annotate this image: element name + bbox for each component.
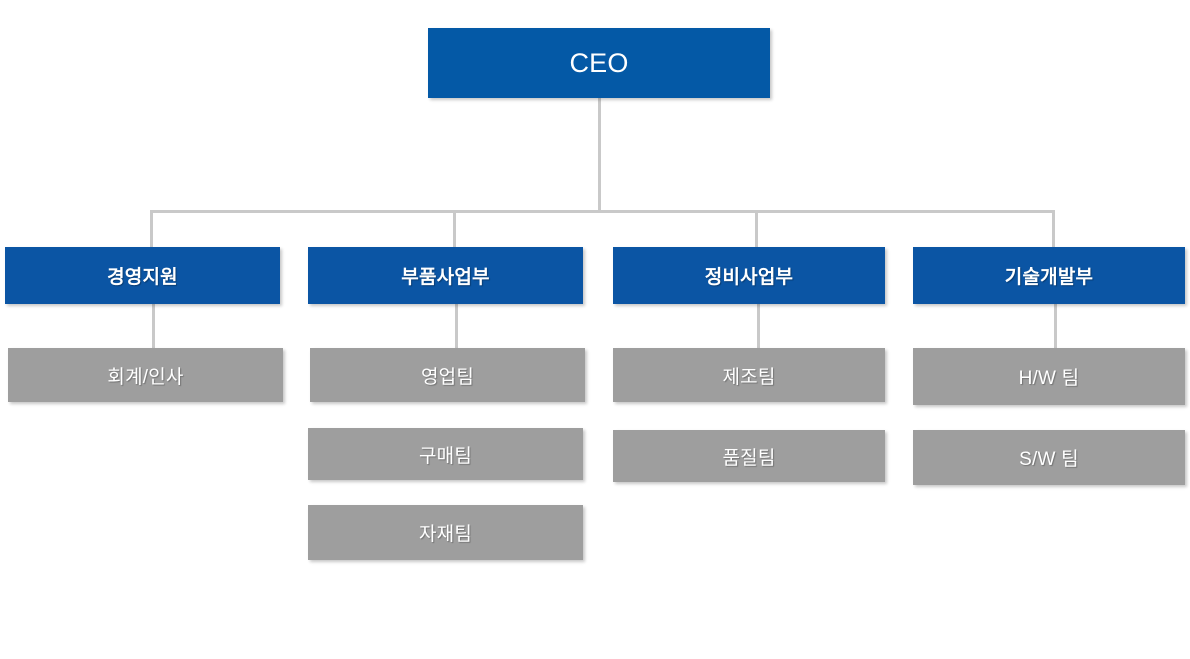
node-team-1-1[interactable]: 회계/인사 <box>8 348 283 402</box>
connector-bus-to-dept-2 <box>453 210 456 248</box>
connector-bus-to-dept-4 <box>1052 210 1055 248</box>
connector-dept-4-to-team <box>1054 303 1057 349</box>
connector-dept-3-to-team <box>757 303 760 349</box>
node-department-4[interactable]: 기술개발부 <box>913 247 1185 304</box>
connector-dept-1-to-team <box>152 303 155 349</box>
connector-ceo-down <box>598 98 601 212</box>
connector-dept-2-to-team <box>455 303 458 349</box>
node-team-2-2[interactable]: 구매팀 <box>308 428 583 480</box>
connector-bus-to-dept-1 <box>150 210 153 248</box>
node-team-4-2[interactable]: S/W 팀 <box>913 430 1185 485</box>
node-team-3-2[interactable]: 품질팀 <box>613 430 885 482</box>
node-ceo[interactable]: CEO <box>428 28 770 98</box>
connector-horizontal-bus <box>150 210 1055 213</box>
connector-bus-to-dept-3 <box>755 210 758 248</box>
node-team-4-1[interactable]: H/W 팀 <box>913 348 1185 405</box>
node-team-2-3[interactable]: 자재팀 <box>308 505 583 560</box>
node-department-3[interactable]: 정비사업부 <box>613 247 885 304</box>
node-department-2[interactable]: 부품사업부 <box>308 247 583 304</box>
node-team-3-1[interactable]: 제조팀 <box>613 348 885 402</box>
node-department-1[interactable]: 경영지원 <box>5 247 280 304</box>
node-team-2-1[interactable]: 영업팀 <box>310 348 585 402</box>
